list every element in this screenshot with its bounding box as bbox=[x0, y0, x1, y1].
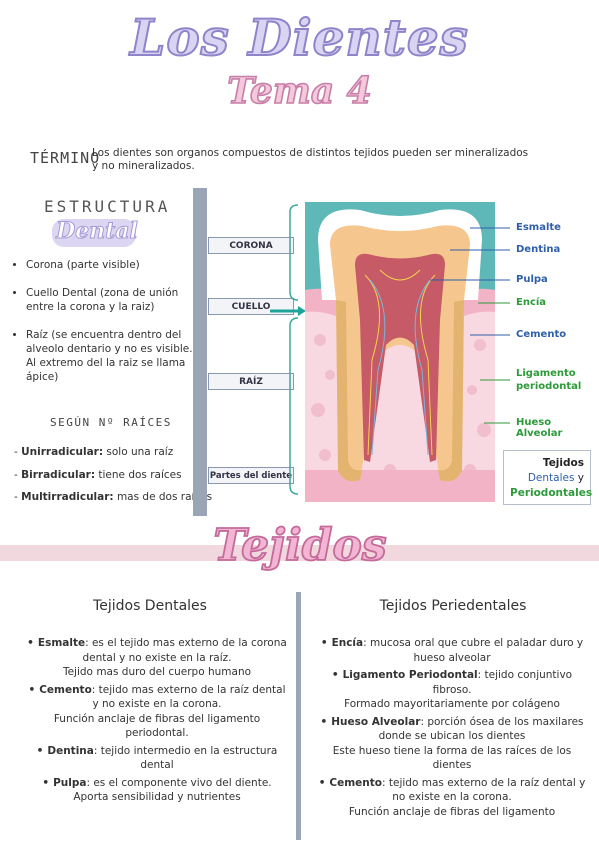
item-desc: : mucosa oral que cubre el paladar duro … bbox=[363, 637, 584, 664]
item-desc: : tejido conjuntivo fibroso. bbox=[432, 669, 573, 696]
item-extra: Formado mayoritariamente por colágeno bbox=[344, 698, 560, 710]
item-term: Ligamento Periodontal bbox=[342, 669, 478, 681]
item-extra: Función anclaje de fibras del ligamento bbox=[348, 805, 556, 818]
item-desc: : tejido intermedio en la estructura den… bbox=[93, 744, 278, 772]
raiz-item-birradicular: - Birradicular: tiene dos raíces bbox=[14, 469, 182, 481]
page-title: Los Dientes bbox=[129, 7, 469, 68]
list-item: •Hueso Alveolar: porción ósea de los max… bbox=[316, 715, 588, 773]
list-item: •Esmalte: es el tejido mas externo de la… bbox=[24, 636, 290, 680]
item-term: Hueso Alveolar bbox=[331, 715, 421, 728]
item-term: Esmalte bbox=[37, 637, 86, 649]
termino-label: TÉRMINO bbox=[30, 149, 101, 167]
page-subtitle: Tema 4 bbox=[226, 69, 372, 113]
list-item: •Dentina: tejido intermedio en la estruc… bbox=[36, 744, 278, 772]
list-item: Cuello Dental (zona de unión entre la co… bbox=[26, 286, 206, 314]
raiz-desc: tiene dos raíces bbox=[95, 469, 182, 481]
raiz-desc: solo una raíz bbox=[103, 446, 174, 458]
list-item: •Ligamento Periodontal: tejido conjuntiv… bbox=[316, 668, 588, 712]
dentales-list: •Esmalte: es el tejido mas externo de la… bbox=[24, 636, 290, 808]
item-desc: : tejido mas externo de la raíz dental y… bbox=[382, 776, 586, 804]
label-ligamento: Ligamento bbox=[516, 368, 576, 379]
estructura-subtitle: Dental bbox=[56, 218, 139, 245]
raiz-bracket bbox=[289, 317, 299, 495]
item-term: Cemento bbox=[329, 776, 383, 789]
list-item: •Pulpa: es el componente vivo del diente… bbox=[24, 776, 290, 805]
gum-base bbox=[305, 470, 495, 502]
pulp bbox=[355, 253, 445, 462]
estructura-title: ESTRUCTURA bbox=[44, 197, 171, 216]
diagram-side-bar bbox=[193, 188, 207, 516]
label-periodontal: periodontal bbox=[516, 381, 582, 392]
list-item: •Encía: mucosa oral que cubre el paladar… bbox=[320, 637, 584, 664]
item-desc: : porción ósea de los maxilares donde se… bbox=[378, 715, 584, 743]
tooth-diagram bbox=[270, 202, 510, 502]
item-extra: Aporta sensibilidad y nutrientes bbox=[73, 791, 241, 803]
list-item: •Cemento: tejido mas externo de la raíz … bbox=[316, 776, 588, 820]
list-item: Corona (parte visible) bbox=[26, 258, 206, 272]
raiz-term: Multirradicular: bbox=[21, 491, 114, 503]
label-pulpa: Pulpa bbox=[516, 274, 548, 285]
item-term: Encía bbox=[331, 637, 364, 649]
termino-text: Los dientes son organos compuestos de di… bbox=[92, 147, 529, 172]
raices-title: SEGÚN Nº RAÍCES bbox=[50, 416, 172, 429]
legend-line2: Dentales y bbox=[510, 471, 584, 486]
label-cemento: Cemento bbox=[516, 329, 567, 340]
list-item: Raíz (se encuentra dentro del alveolo de… bbox=[26, 328, 206, 384]
item-desc: : tejido mas externo de la raíz dental y… bbox=[91, 683, 286, 711]
list-item: •Cemento: tejido mas externo de la raíz … bbox=[24, 683, 290, 741]
banner-line bbox=[0, 545, 599, 561]
item-term: Pulpa bbox=[53, 776, 87, 789]
dentales-title: Tejidos Dentales bbox=[93, 598, 207, 614]
raiz-desc: mas de dos raíces bbox=[113, 491, 213, 503]
column-divider bbox=[296, 592, 301, 840]
item-extra: Tejido mas duro del cuerpo humano bbox=[62, 666, 252, 678]
label-esmalte: Esmalte bbox=[516, 222, 561, 233]
item-term: Dentina bbox=[47, 744, 94, 757]
item-desc: : es el tejido mas externo de la corona … bbox=[82, 637, 287, 664]
item-desc: : es el componente vivo del diente. bbox=[86, 776, 272, 789]
item-extra: Función anclaje de fibras del ligamento … bbox=[53, 712, 261, 740]
part-label-raiz: RAÍZ bbox=[208, 373, 294, 390]
banner-title: Tejidos bbox=[212, 519, 387, 572]
periodentales-list: •Encía: mucosa oral que cubre el paladar… bbox=[316, 636, 588, 822]
structure-list: Corona (parte visible) Cuello Dental (zo… bbox=[8, 258, 206, 398]
cuello-arrow-head bbox=[298, 306, 306, 316]
raiz-term: Unirradicular: bbox=[21, 446, 104, 458]
cementum-right bbox=[438, 300, 464, 482]
periodentales-title: Tejidos Periedentales bbox=[379, 598, 527, 614]
legend-box: Tejidos Dentales y Periodontales bbox=[503, 450, 593, 505]
part-label-corona: CORONA bbox=[208, 237, 294, 254]
corona-bracket bbox=[289, 204, 299, 301]
legend-line3: Periodontales bbox=[510, 487, 593, 499]
legend-y: y bbox=[574, 472, 584, 484]
label-encia: Encía bbox=[516, 297, 547, 308]
raiz-term: Birradicular: bbox=[21, 469, 96, 481]
dental-highlight bbox=[52, 219, 136, 247]
item-term: Cemento bbox=[39, 683, 92, 696]
legend-dentales: Dentales bbox=[527, 472, 575, 484]
part-label-partes: Partes del diente bbox=[208, 467, 294, 484]
item-extra: Este hueso tiene la forma de las raíces … bbox=[332, 744, 572, 772]
raiz-item-unirradicular: - Unirradicular: solo una raíz bbox=[14, 446, 174, 458]
label-hueso-alveolar: Hueso Alveolar bbox=[516, 417, 563, 439]
legend-line1: Tejidos bbox=[542, 457, 584, 469]
label-dentina: Dentina bbox=[516, 244, 561, 255]
cementum-left bbox=[336, 300, 362, 482]
raiz-item-multirradicular: - Multirradicular: mas de dos raíces bbox=[14, 491, 213, 503]
